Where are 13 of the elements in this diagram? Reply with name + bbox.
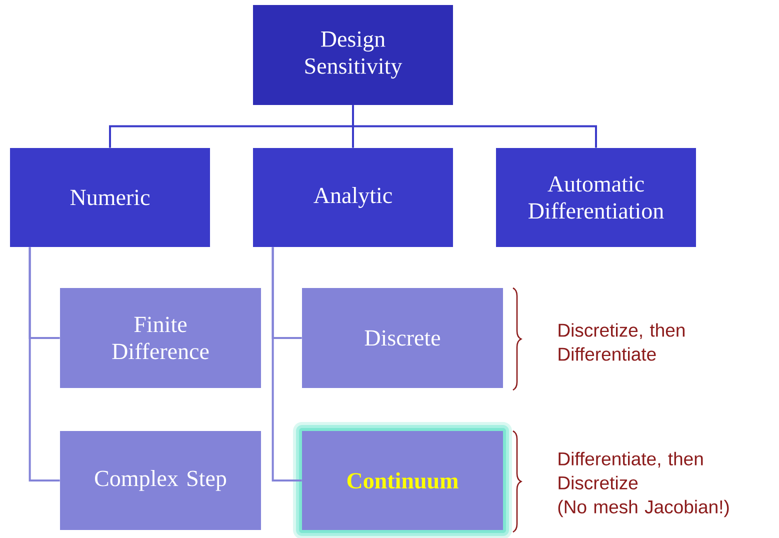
box: Design Sensitivity bbox=[253, 5, 453, 105]
box: Discrete bbox=[302, 288, 503, 388]
box: Continuum bbox=[293, 422, 512, 538]
brace-note: Differentiate, then Discretize (No mesh Jacobian!) bbox=[558, 452, 729, 518]
box: Finite Difference bbox=[60, 288, 261, 388]
connector bbox=[272, 247, 302, 482]
connector bbox=[352, 105, 597, 148]
box: Automatic Differentiation bbox=[496, 148, 696, 247]
brace-note: Discretize, then Differentiate bbox=[558, 323, 684, 361]
box: Analytic bbox=[253, 148, 453, 247]
connector bbox=[28, 247, 60, 482]
box: Complex Step bbox=[60, 431, 261, 530]
box: Numeric bbox=[10, 148, 210, 247]
